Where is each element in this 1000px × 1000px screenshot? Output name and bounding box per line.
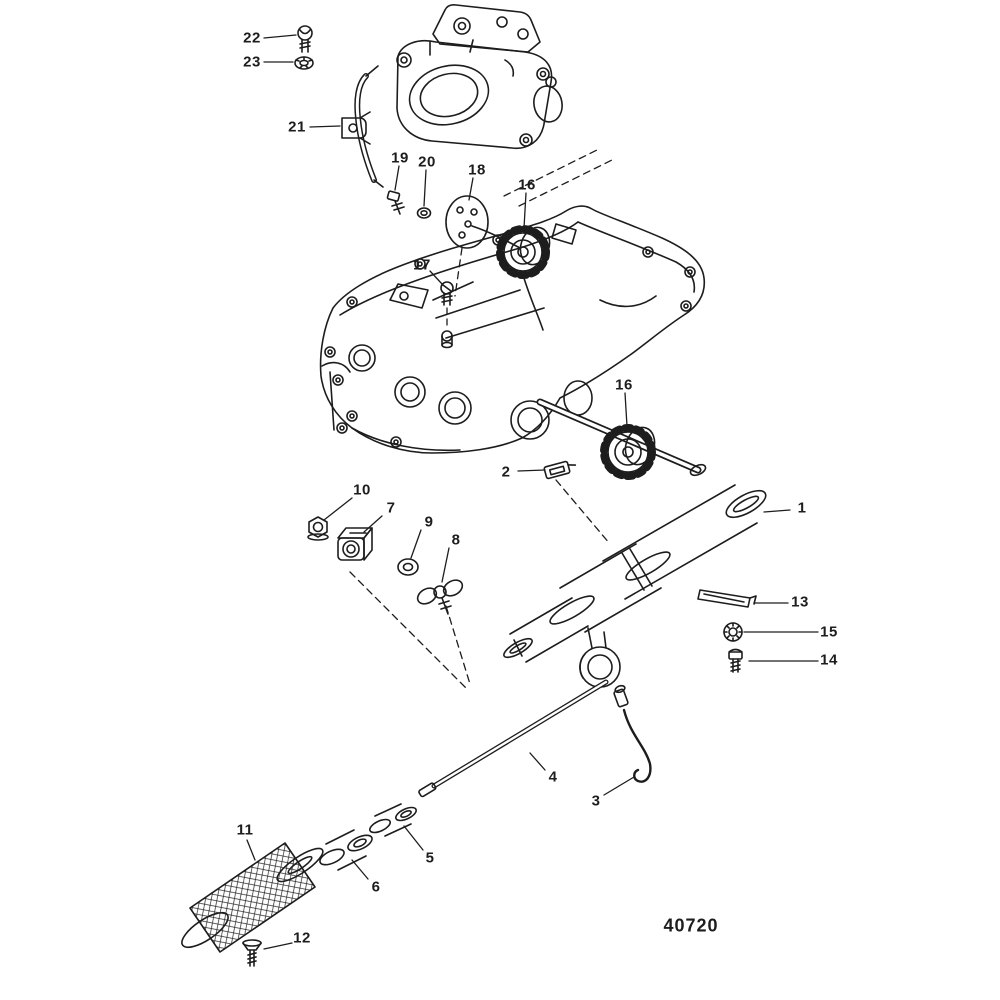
screw-17 <box>440 281 454 349</box>
link-rod-4 <box>418 679 609 798</box>
callout-19: 19 <box>391 149 409 167</box>
callout-3: 3 <box>591 792 601 810</box>
screw-19 <box>386 190 405 215</box>
callout-16-upper: 16 <box>518 176 536 194</box>
gear-16-upper <box>496 225 551 279</box>
callout-16-lower: 16 <box>615 376 633 394</box>
bottom-cowl <box>319 205 706 454</box>
washer-20 <box>416 207 432 219</box>
callout-12: 12 <box>293 929 311 947</box>
figure-number: 40720 <box>663 915 719 936</box>
carburetor <box>396 4 563 150</box>
washer-15 <box>723 622 743 642</box>
construction-lines <box>349 149 613 689</box>
screw-14 <box>728 648 743 673</box>
spacer-6 <box>319 829 373 871</box>
leader-lines <box>246 34 819 950</box>
callout-21: 21 <box>288 118 306 136</box>
callout-5: 5 <box>425 849 435 867</box>
clamp-block-7 <box>337 527 373 561</box>
clip-13 <box>697 589 757 608</box>
callout-13: 13 <box>791 593 809 611</box>
clip-2 <box>543 460 577 480</box>
tiller-handle-1 <box>503 484 767 688</box>
callout-14: 14 <box>820 651 838 669</box>
callout-11: 11 <box>236 821 254 839</box>
wing-screw-8 <box>416 579 464 615</box>
callout-7: 7 <box>386 499 396 517</box>
callout-17: 17 <box>413 256 431 274</box>
callout-10: 10 <box>353 481 371 499</box>
washer-9 <box>397 558 419 576</box>
callout-8: 8 <box>451 531 461 549</box>
screw-12 <box>242 939 262 967</box>
grip-11 <box>181 842 324 953</box>
cable-3 <box>613 684 652 783</box>
callout-1: 1 <box>797 499 807 517</box>
washer-23 <box>294 56 314 70</box>
callout-6: 6 <box>371 878 381 896</box>
screw-22 <box>297 25 313 53</box>
callout-2: 2 <box>501 463 511 481</box>
callout-22: 22 <box>243 29 261 47</box>
gear-16-lower <box>600 424 656 480</box>
callout-20: 20 <box>418 153 436 171</box>
throttle-shaft <box>536 398 707 477</box>
fuel-line <box>354 65 384 188</box>
callout-4: 4 <box>548 768 558 786</box>
callout-15: 15 <box>820 623 838 641</box>
clamp-21 <box>341 111 371 145</box>
callout-23: 23 <box>243 53 261 71</box>
callout-18: 18 <box>468 161 486 179</box>
nut-10 <box>307 516 329 541</box>
bushing-5 <box>369 803 417 837</box>
callout-9: 9 <box>424 513 434 531</box>
